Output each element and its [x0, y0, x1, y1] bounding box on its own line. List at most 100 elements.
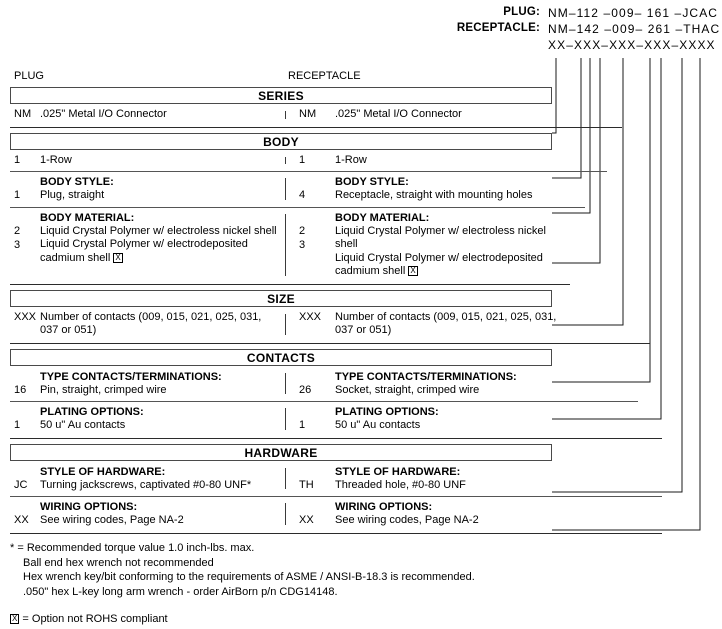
leader-hardware-style	[552, 58, 683, 493]
description: Liquid Crystal Polymer w/ electroless ni…	[40, 224, 277, 237]
description: 50 u" Au contacts	[40, 419, 126, 431]
part-number-breakdown-table: PLUG RECEPTACLE SERIES NM .025" Metal I/…	[10, 70, 662, 534]
row-series: NM .025" Metal I/O Connector NM .025" Me…	[10, 108, 570, 122]
description: 1-Row	[335, 153, 367, 166]
description: 50 u" Au contacts	[335, 419, 421, 431]
rohs-warning-icon: X	[10, 614, 20, 624]
part-number-mask: XX–XXX–XXX–XXX–XXXX	[548, 38, 716, 52]
code: NM	[14, 108, 32, 120]
footnote-line-3: Hex wrench key/bit conforming to the req…	[23, 571, 475, 583]
sub-label: BODY STYLE:	[40, 176, 114, 188]
plug-label: PLUG:	[503, 6, 540, 18]
row-body-plug: 1 1-Row	[10, 154, 285, 168]
column-divider	[285, 313, 286, 335]
row-hardware-style-receptacle: STYLE OF HARDWARE: TH Threaded hole, #0-…	[285, 465, 560, 493]
rohs-warning-icon: X	[408, 266, 418, 276]
code: 1	[14, 419, 21, 431]
part-number-row-plug: PLUG: NM–112 –009– 161 –JCAC	[0, 6, 722, 21]
row-series-plug: NM .025" Metal I/O Connector	[10, 108, 285, 122]
row-wiring-options: WIRING OPTIONS: XX See wiring codes, Pag…	[10, 500, 570, 528]
section-header-contacts: CONTACTS	[10, 348, 552, 366]
sub-label: BODY STYLE:	[335, 176, 409, 188]
section-header-hardware: HARDWARE	[10, 443, 552, 461]
column-divider	[285, 503, 286, 525]
row-body-material-receptacle: BODY MATERIAL: 2 Liquid Crystal Polymer …	[285, 211, 560, 279]
sub-label: PLATING OPTIONS:	[40, 406, 144, 418]
description: .025" Metal I/O Connector	[40, 108, 167, 120]
code: 3	[14, 238, 21, 251]
section-header-size: SIZE	[10, 289, 552, 307]
description: Number of contacts (009, 015, 021, 025, …	[40, 310, 262, 323]
code: XX	[299, 514, 314, 526]
footnotes: * = Recommended torque value 1.0 inch-lb…	[10, 541, 610, 627]
column-divider	[285, 156, 286, 164]
row-hardware-style: STYLE OF HARDWARE: JC Turning jackscrews…	[10, 465, 570, 493]
description: See wiring codes, Page NA-2	[40, 514, 184, 526]
description: .025" Metal I/O Connector	[335, 108, 462, 120]
row-size: XXX Number of contacts (009, 015, 021, 0…	[10, 311, 570, 338]
row-type-contacts-plug: TYPE CONTACTS/TERMINATIONS: 16 Pin, stra…	[10, 370, 285, 398]
rohs-text: = Option not ROHS compliant	[22, 613, 168, 625]
sub-label: TYPE CONTACTS/TERMINATIONS:	[40, 370, 222, 383]
column-titles: PLUG RECEPTACLE	[10, 70, 570, 87]
description: Liquid Crystal Polymer w/ electrodeposit…	[335, 251, 543, 264]
code: 1	[14, 153, 21, 166]
section-rule	[10, 532, 662, 534]
column-divider	[285, 467, 286, 489]
sub-label: STYLE OF HARDWARE:	[335, 465, 461, 478]
section-rule	[10, 342, 650, 344]
row-series-receptacle: NM .025" Metal I/O Connector	[285, 108, 560, 122]
sub-rule	[10, 171, 607, 172]
code: NM	[299, 108, 317, 120]
code: TH	[299, 478, 314, 491]
description: Receptacle, straight with mounting holes	[335, 189, 533, 201]
sub-label: TYPE CONTACTS/TERMINATIONS:	[335, 370, 517, 383]
row-plating-options: PLATING OPTIONS: 1 50 u" Au contacts PLA…	[10, 405, 570, 433]
row-hardware-style-plug: STYLE OF HARDWARE: JC Turning jackscrews…	[10, 465, 285, 493]
section-rule	[10, 126, 622, 128]
description-continued: cadmium shell X	[335, 265, 560, 279]
description: Threaded hole, #0-80 UNF	[335, 478, 466, 491]
column-divider	[285, 111, 286, 119]
part-number-header: PLUG: NM–112 –009– 161 –JCAC RECEPTACLE:…	[0, 6, 722, 58]
description-line2: cadmium shell	[335, 265, 406, 277]
section-header-series: SERIES	[10, 87, 552, 104]
sub-label: BODY MATERIAL:	[40, 211, 135, 224]
row-body-material: BODY MATERIAL: 2 Liquid Crystal Polymer …	[10, 211, 570, 279]
rohs-warning-icon: X	[113, 252, 123, 263]
description-line2: cadmium shell	[40, 251, 111, 264]
section-rule	[10, 283, 570, 285]
section-header-body: BODY	[10, 132, 552, 150]
description: Liquid Crystal Polymer w/ electrodeposit…	[40, 238, 248, 250]
row-body-receptacle: 1 1-Row	[285, 154, 560, 168]
row-type-contacts-receptacle: TYPE CONTACTS/TERMINATIONS: 26 Socket, s…	[285, 370, 560, 398]
sub-label: PLATING OPTIONS:	[335, 406, 439, 418]
code: 2	[299, 224, 306, 237]
code: JC	[14, 478, 28, 491]
plug-part-number: NM–112 –009– 161 –JCAC	[548, 6, 719, 20]
column-divider	[285, 408, 286, 430]
code: XX	[14, 514, 29, 526]
column-divider	[285, 372, 286, 394]
row-plating-receptacle: PLATING OPTIONS: 1 50 u" Au contacts	[285, 405, 560, 433]
code: XXX	[14, 310, 37, 323]
row-size-receptacle: XXX Number of contacts (009, 015, 021, 0…	[285, 311, 560, 338]
description: Number of contacts (009, 015, 021, 025, …	[335, 310, 557, 323]
footnote-line-4: .050" hex L-key long arm wrench - order …	[23, 585, 338, 598]
row-size-plug: XXX Number of contacts (009, 015, 021, 0…	[10, 311, 285, 338]
footnote-rohs: X = Option not ROHS compliant	[10, 612, 610, 627]
sub-label: STYLE OF HARDWARE:	[40, 465, 166, 478]
row-wiring-receptacle: WIRING OPTIONS: XX See wiring codes, Pag…	[285, 500, 560, 528]
row-body-style: BODY STYLE: 1 Plug, straight BODY STYLE:…	[10, 175, 570, 203]
column-divider	[285, 213, 286, 276]
sub-label: BODY MATERIAL:	[335, 211, 430, 224]
footnote-line-1: * = Recommended torque value 1.0 inch-lb…	[10, 542, 255, 554]
column-title-plug: PLUG	[14, 70, 44, 82]
description: Pin, straight, crimped wire	[40, 383, 167, 396]
description: Plug, straight	[40, 189, 105, 201]
description: Socket, straight, crimped wire	[335, 383, 480, 396]
row-body: 1 1-Row 1 1-Row	[10, 154, 570, 168]
code: XXX	[299, 310, 322, 323]
description: Turning jackscrews, captivated #0-80 UNF…	[40, 478, 252, 491]
part-number-row-template: XX–XXX–XXX–XXX–XXXX	[0, 38, 722, 53]
